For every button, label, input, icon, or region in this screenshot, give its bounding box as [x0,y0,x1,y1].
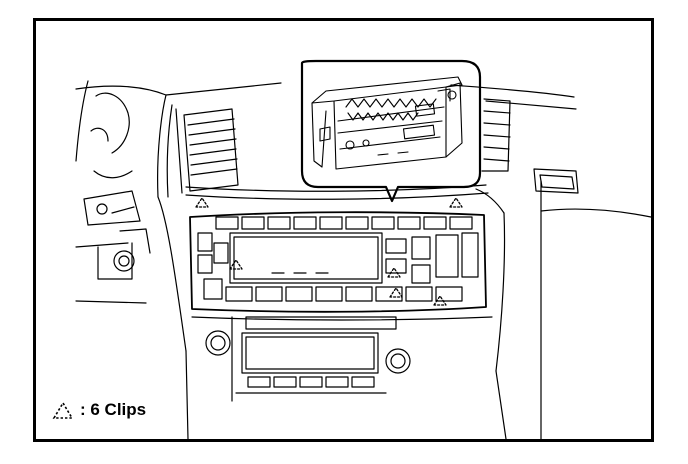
legend: : 6 Clips [50,399,146,421]
audio-unit [191,316,493,402]
dashboard-bezel [75,82,651,439]
clip-marker-icon [449,197,463,208]
clip-markers [195,197,463,306]
right-air-vent [481,98,511,172]
clip-marker-icon [387,267,401,278]
climate-control-panel [189,211,487,313]
diagram-frame: : 6 Clips [33,18,654,442]
legend-label: : 6 Clips [80,400,147,419]
clip-marker-icon [389,287,403,298]
magnified-view-callout [300,59,482,203]
clip-marker-icon [229,259,243,270]
clip-marker-icon [433,295,447,306]
left-air-vent [175,108,239,194]
dashboard-illustration [75,59,651,439]
instrument-cluster [75,80,151,304]
clip-marker-icon [52,401,74,419]
clip-marker-icon [195,197,209,208]
